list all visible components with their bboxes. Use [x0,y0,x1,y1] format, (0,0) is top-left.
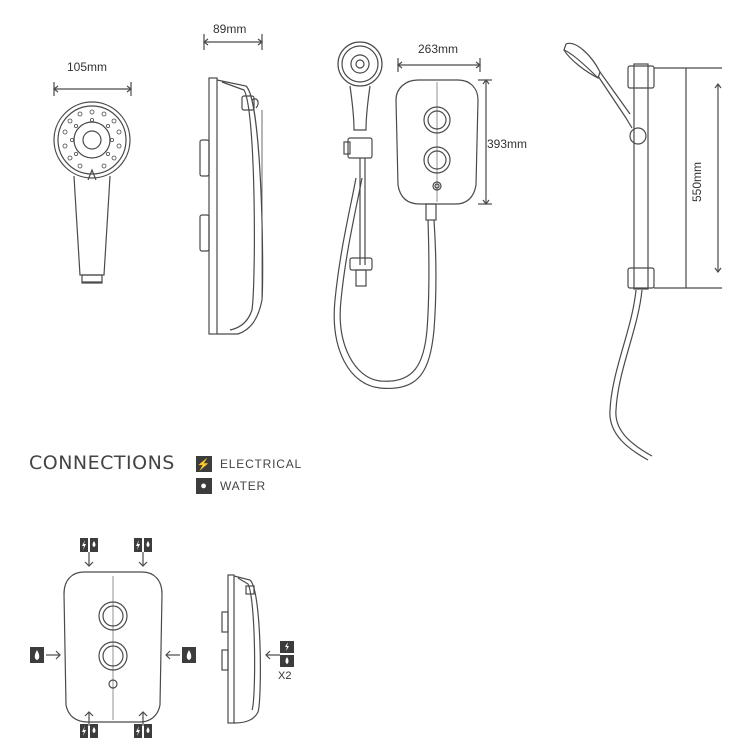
connections-title: CONNECTIONS [29,452,175,474]
legend-electrical-label: ELECTRICAL [220,457,303,471]
side-entry-count: X2 [278,670,292,682]
legend-water-label: WATER [220,479,266,493]
riser-rail-view [563,42,722,461]
unit-height-label: 393mm [487,137,528,151]
unit-front-installation-view [333,41,492,390]
handset-width-label: 105mm [67,60,108,74]
legend-water: ● WATER [196,478,266,494]
connections-front-view [46,552,180,726]
unit-width-label: 263mm [418,42,459,56]
handset-front-view [53,82,132,284]
unit-depth-label: 89mm [213,22,247,36]
legend-electrical: ⚡ ELECTRICAL [196,456,302,472]
lightning-icon: ⚡ [196,456,212,472]
riser-rail-length-label: 550mm [690,161,704,202]
unit-side-view [199,34,264,335]
connections-side-view [221,574,280,724]
water-drop-icon: ● [196,478,212,494]
